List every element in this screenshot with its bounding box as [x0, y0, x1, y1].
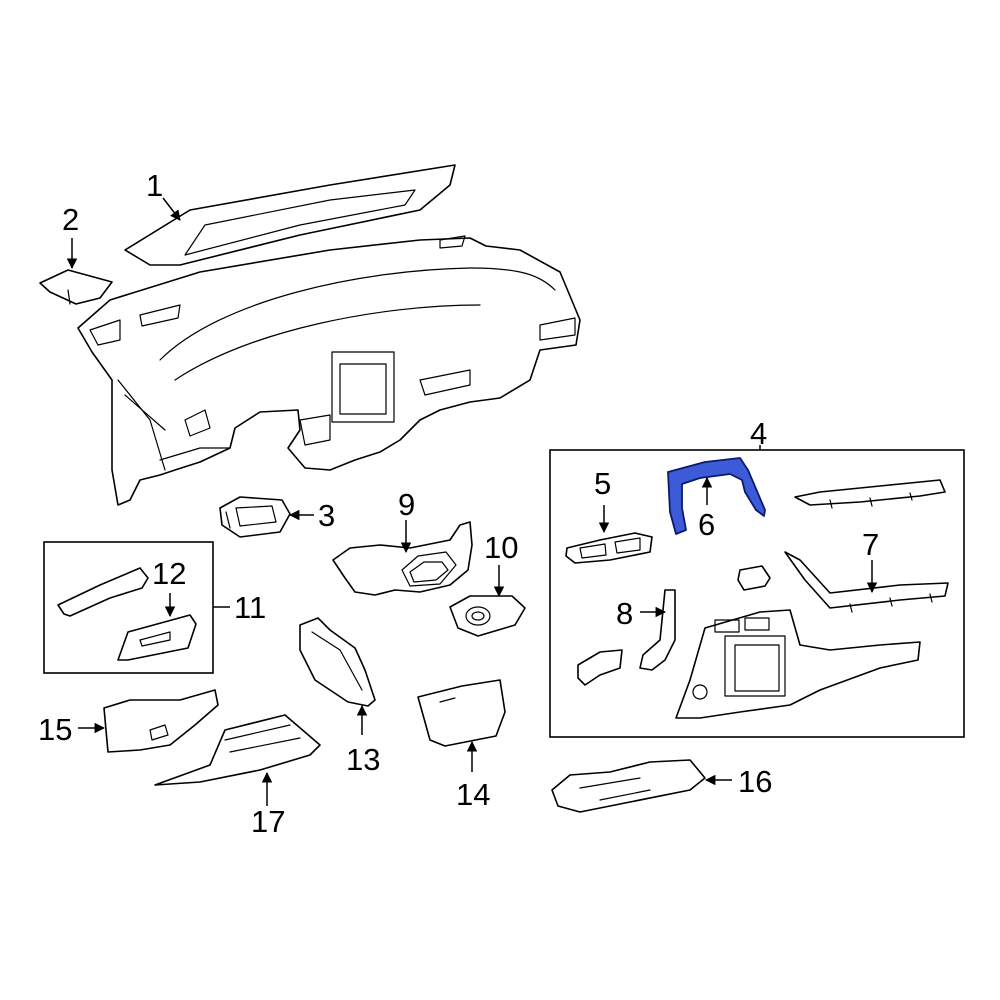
part-5-vent-pair	[565, 532, 653, 564]
part-12-panel	[117, 614, 197, 661]
group-box-4	[549, 449, 965, 738]
part-17-under-cover	[154, 714, 321, 786]
callout-labels: 1 2 3 4 5 6 7 8 9 10 11 12 13 14 15 16 1…	[38, 168, 879, 839]
leader-lines	[66, 197, 878, 806]
callout-13: 13	[346, 742, 380, 777]
part-14-glove-box	[417, 679, 506, 747]
group-4-small-switch	[737, 565, 771, 591]
callout-4: 4	[750, 416, 767, 451]
callout-16: 16	[738, 764, 772, 799]
part-13-lower-panel	[299, 617, 376, 707]
callout-7: 7	[862, 527, 879, 562]
callout-2: 2	[62, 202, 79, 237]
callout-15: 15	[38, 712, 72, 747]
callout-5: 5	[594, 466, 611, 501]
callout-6: 6	[698, 507, 715, 542]
part-6-highlighted-bezel	[667, 457, 766, 535]
part-8-trim-piece	[639, 589, 676, 671]
part-10-switch-bezel	[449, 595, 526, 637]
callout-11: 11	[234, 590, 266, 625]
part-15-side-panel	[103, 689, 219, 753]
part-1-upper-cover	[124, 164, 456, 266]
callout-3: 3	[318, 498, 335, 533]
part-16-under-tray	[551, 759, 706, 813]
part-2-side-cover	[39, 269, 113, 305]
group-4-center-cluster	[675, 609, 921, 719]
part-3-vent	[219, 496, 291, 538]
part-9-center-panel	[332, 521, 473, 596]
group-4-bracket	[577, 649, 623, 686]
callout-8: 8	[616, 596, 633, 631]
callout-17: 17	[251, 804, 285, 839]
callout-14: 14	[456, 777, 490, 812]
instrument-panel-part	[77, 235, 581, 506]
part-11-trim	[57, 567, 149, 617]
group-4-upper-trim	[794, 479, 946, 509]
callout-10: 10	[484, 530, 518, 565]
callout-9: 9	[398, 487, 415, 522]
part-7-trim-strip	[784, 551, 949, 613]
callout-12: 12	[152, 556, 186, 591]
callout-1: 1	[146, 168, 163, 203]
